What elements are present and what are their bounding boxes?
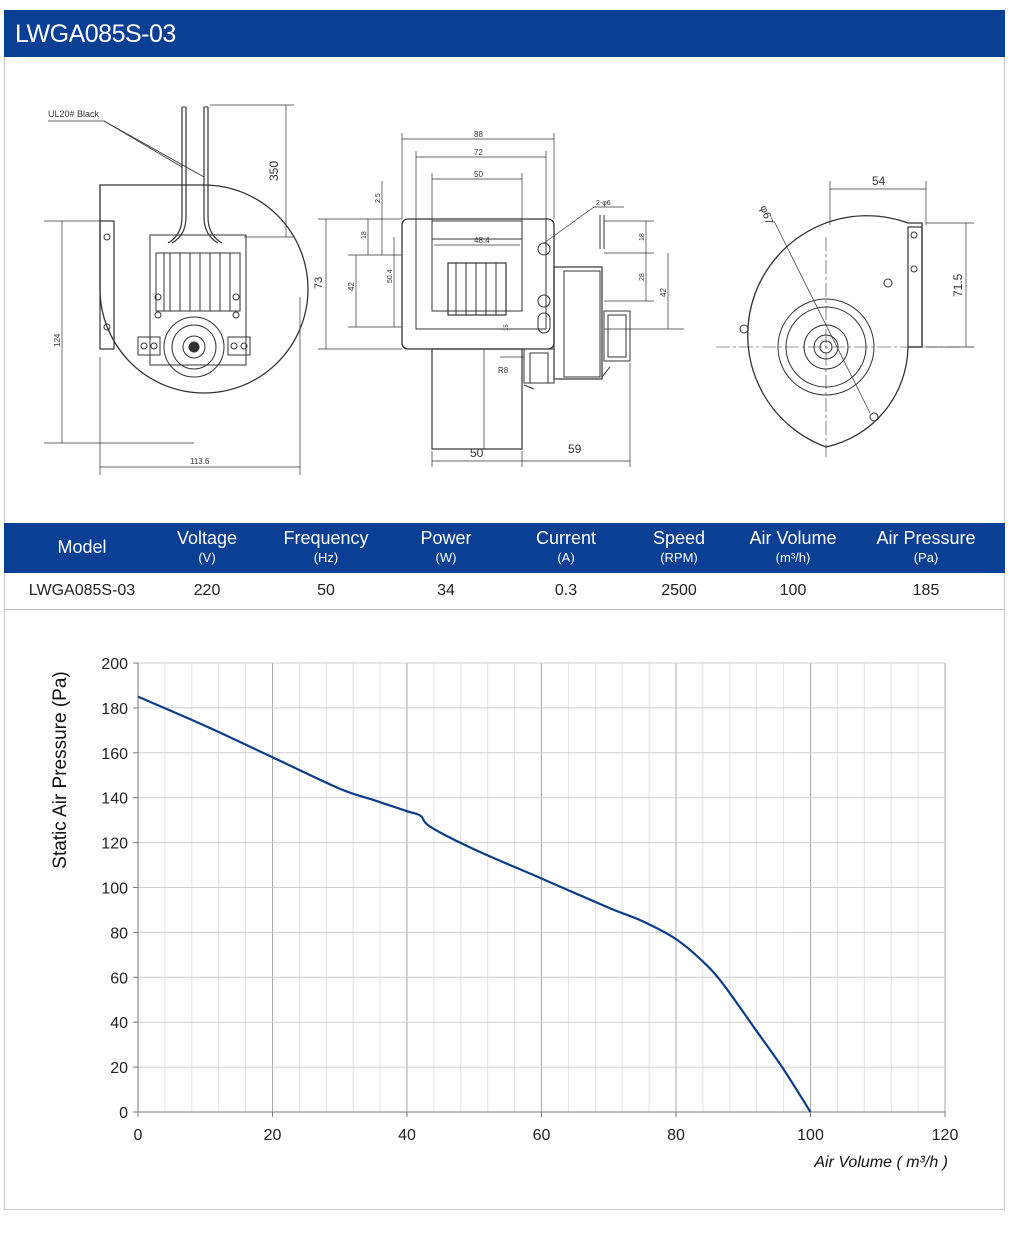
page-title: LWGA085S-03	[15, 20, 176, 48]
label-h2-5: 2.5	[375, 193, 382, 203]
cell-air-pressure: 185	[912, 582, 940, 599]
x-tick-label: 40	[398, 1127, 416, 1144]
label-h50-4: 50.4	[387, 269, 394, 283]
performance-chart: 0 20 40 60 80 100 120 140 160 180 200 0 20 40 60 80 100 1…	[4, 612, 1005, 1208]
header-current: Current (A)	[535, 528, 597, 565]
label-h18b: 18	[639, 233, 646, 241]
label-w48: 48.4	[474, 236, 490, 245]
header-air-volume: Air Volume (m³/h)	[749, 528, 837, 565]
label-h71-5: 71.5	[951, 273, 965, 297]
spec-table-row: LWGA085S-03 220 50 34 0.3 2500 100 185	[4, 573, 1005, 610]
label-b59: 59	[568, 442, 582, 456]
y-tick-label: 140	[101, 791, 128, 808]
x-tick-label: 120	[932, 1127, 959, 1144]
x-axis-label: Air Volume ( m³/h )	[813, 1154, 948, 1171]
label-d54: 54	[872, 174, 886, 188]
label-height-124: 124	[53, 333, 62, 347]
drawing-svg: UL20# Black 350 124 113.6 88 72 50 48.4 …	[44, 104, 974, 475]
label-w72: 72	[474, 148, 483, 157]
label-w88: 88	[474, 130, 483, 139]
label-h28: 28	[639, 273, 646, 281]
label-h42: 42	[347, 282, 356, 291]
cell-frequency: 50	[317, 582, 335, 599]
y-tick-label: 60	[110, 970, 128, 987]
label-w50: 50	[474, 170, 483, 179]
title-bar: LWGA085S-03	[4, 10, 1005, 57]
header-frequency: Frequency (Hz)	[283, 528, 369, 565]
cell-voltage: 220	[193, 582, 221, 599]
x-tick-label: 100	[797, 1127, 824, 1144]
label-d15: 15	[504, 324, 510, 331]
spec-table-header: Model Voltage (V) Frequency (Hz) Power (…	[4, 523, 1005, 573]
side-view	[318, 133, 684, 467]
y-tick-label: 0	[119, 1105, 128, 1122]
x-tick-label: 60	[533, 1127, 551, 1144]
label-h42b: 42	[659, 288, 668, 297]
front-view	[44, 104, 309, 475]
y-tick-label: 80	[110, 925, 128, 942]
rear-view	[716, 181, 974, 457]
y-tick-label: 180	[101, 701, 128, 718]
x-tick-label: 20	[264, 1127, 282, 1144]
y-tick-label: 20	[110, 1060, 128, 1077]
x-tick-label: 0	[134, 1127, 143, 1144]
label-b50: 50	[470, 446, 484, 460]
y-axis-label: Static Air Pressure (Pa)	[50, 671, 71, 868]
pressure-curve	[137, 695, 812, 1113]
label-wire: UL20# Black	[48, 109, 100, 119]
cell-speed: 2500	[661, 582, 697, 599]
cell-air-volume: 100	[779, 582, 807, 599]
label-h73: 73	[313, 277, 325, 289]
technical-drawing: UL20# Black 350 124 113.6 88 72 50 48.4 …	[4, 57, 1005, 523]
y-tick-label: 120	[101, 836, 128, 853]
y-tick-label: 40	[110, 1015, 128, 1032]
cell-current: 0.3	[554, 582, 578, 599]
cell-model: LWGA085S-03	[28, 582, 136, 599]
label-holes: 2-φ6	[596, 200, 611, 207]
y-tick-label: 160	[101, 746, 128, 763]
label-width-113: 113.6	[190, 457, 210, 466]
header-power: Power (W)	[420, 528, 472, 565]
header-speed: Speed (RPM)	[652, 528, 706, 565]
label-r8: R8	[498, 366, 509, 375]
cell-power: 34	[437, 582, 455, 599]
label-dia67: φ67	[757, 204, 775, 226]
chart-svg: 0 20 40 60 80 100 120 140 160 180 200 0 20 40 60 80 100 1…	[50, 656, 959, 1171]
x-tick-label: 80	[667, 1127, 685, 1144]
header-model: Model	[57, 537, 107, 557]
header-air-pressure: Air Pressure (Pa)	[876, 528, 976, 565]
y-tick-label: 200	[101, 656, 128, 673]
label-lead-length: 350	[267, 161, 281, 181]
header-voltage: Voltage (V)	[176, 528, 238, 565]
label-h18: 18	[361, 231, 368, 239]
y-tick-label: 100	[101, 881, 128, 898]
